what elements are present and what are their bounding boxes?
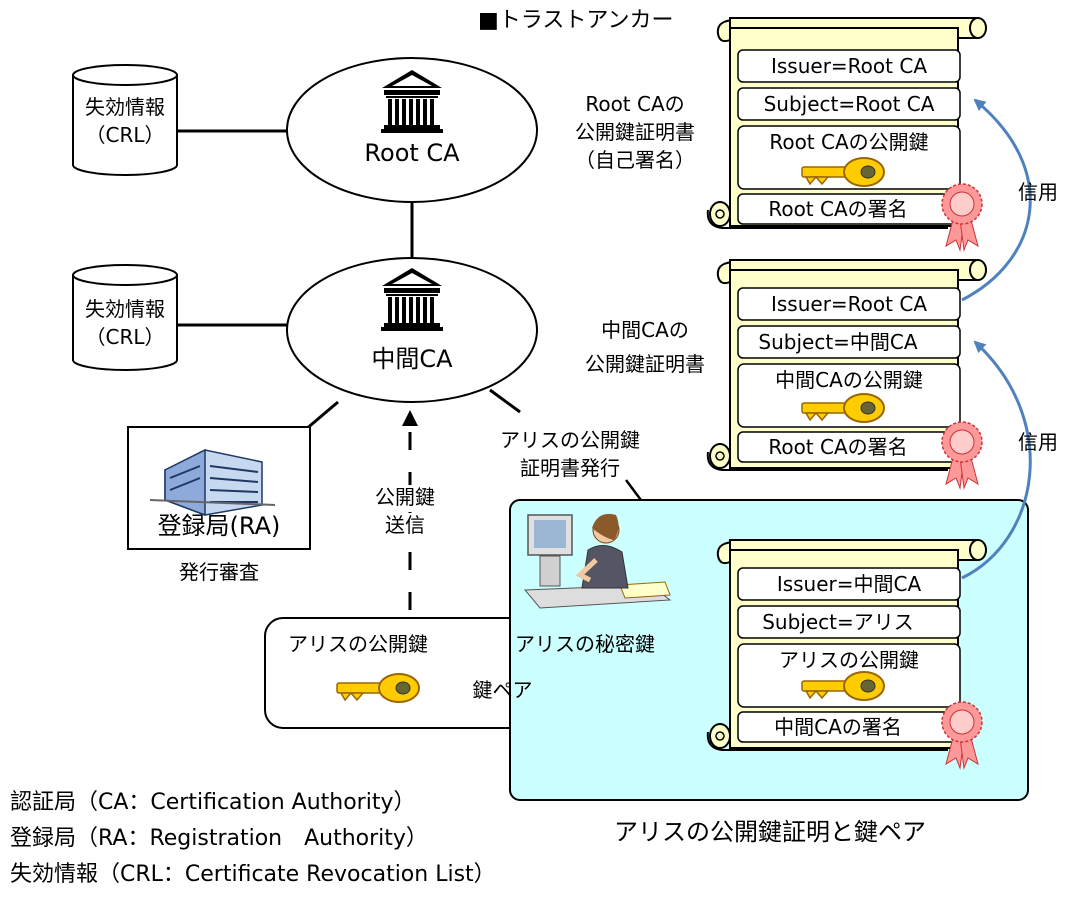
alice-cert-signature: 中間CAの署名	[774, 715, 902, 739]
root-cert-signature: Root CAの署名	[768, 197, 908, 221]
legend-ca: 認証局（CA：Certification Authority）	[10, 790, 416, 815]
crl-mid-cylinder	[72, 264, 178, 371]
crl-top-line1: 失効情報	[85, 95, 165, 119]
inter-cert-signature: Root CAの署名	[768, 435, 908, 459]
root-ca-label: Root CA	[364, 139, 460, 167]
inter-ra-connector	[304, 400, 339, 432]
root-cert-subject: Subject=Root CA	[763, 92, 935, 116]
inter-cert-issuer: Issuer=Root CA	[770, 292, 927, 316]
root-cert-caption-1: Root CAの	[585, 92, 685, 116]
inter-cert-subject: Subject=中間CA	[758, 330, 918, 354]
root-cert-caption-3: （自己署名）	[575, 148, 695, 172]
inter-issue-connector	[489, 388, 521, 414]
send-pubkey-line2: 送信	[350, 513, 460, 537]
keypair-public-label: アリスの公開鍵	[288, 632, 428, 656]
root-cert-pubkey: Root CAの公開鍵	[769, 130, 929, 154]
alice-cert-subject: Subject=アリス	[762, 610, 914, 634]
alice-cert-issuer: Issuer=中間CA	[776, 572, 922, 596]
alice-at-computer-icon	[523, 513, 672, 609]
inter-seal-icon	[941, 421, 983, 489]
issue-cert-line1: アリスの公開鍵	[500, 428, 640, 452]
trust-arrow-2	[961, 340, 1032, 580]
inter-cert-pubkey: 中間CAの公開鍵	[775, 368, 923, 392]
keypair-pair-label: 鍵ペア	[472, 678, 533, 702]
trust-label-2: 信用	[1018, 430, 1058, 454]
inter-ca-label: 中間CA	[371, 345, 453, 373]
crl-top-cylinder	[72, 64, 178, 176]
legend-crl: 失効情報（CRL：Certificate Revocation List）	[10, 862, 496, 887]
trust-arrow-1	[961, 98, 1032, 302]
trust-anchor-title: ■トラストアンカー	[478, 8, 674, 33]
legend-ra: 登録局（RA：Registration Authority）	[10, 826, 428, 851]
send-pubkey-line1: 公開鍵	[350, 485, 460, 509]
root-cert-caption-2: 公開鍵証明書	[575, 120, 695, 144]
crl-mid-line2: （CRL）	[85, 325, 165, 349]
inter-cert-caption-1: 中間CAの	[601, 318, 689, 342]
root-cert-issuer: Issuer=Root CA	[770, 54, 927, 78]
inter-cert-caption-2: 公開鍵証明書	[585, 352, 705, 376]
issue-cert-line2: 証明書発行	[520, 456, 620, 480]
trust-label-1: 信用	[1018, 180, 1058, 204]
panel-caption: アリスの公開鍵証明と鍵ペア	[614, 818, 926, 846]
crl-mid-line1: 失効情報	[85, 297, 165, 321]
keypair-private-label: アリスの秘密鍵	[515, 632, 655, 656]
alice-cert-pubkey: アリスの公開鍵	[779, 648, 919, 672]
ra-label: 登録局(RA)	[157, 512, 281, 540]
office-building-icon	[149, 448, 276, 517]
crl-top-line2: （CRL）	[85, 123, 165, 147]
root-seal-icon	[941, 183, 983, 251]
ra-review-label: 発行審査	[179, 560, 259, 584]
